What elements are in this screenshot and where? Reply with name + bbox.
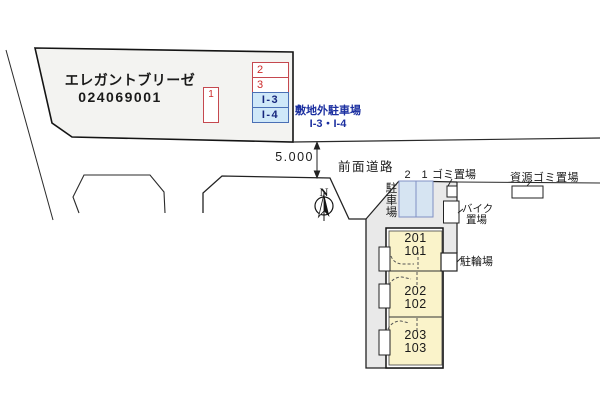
unit-202-102: 202 102	[389, 285, 442, 311]
road-name: 前面道路	[338, 160, 395, 174]
bicycle-parking-box	[440, 252, 458, 272]
legend-box-2: 2	[252, 61, 289, 78]
entrance-diagonal	[365, 180, 400, 220]
road-width-dimension: 5.000	[275, 150, 314, 164]
compass-north-label: N	[319, 185, 329, 199]
recycle-garbage-label: 資源ゴミ置場	[510, 172, 579, 184]
parcel-code: 024069001	[78, 89, 162, 105]
garbage-label-tick	[447, 178, 453, 187]
porch-unit-3	[378, 329, 391, 356]
stair-path-dashes	[387, 252, 419, 331]
north-compass-icon	[314, 191, 334, 221]
garbage-area-label: ゴミ置場	[432, 169, 476, 181]
recycle-garbage-box	[511, 185, 544, 199]
curb-island	[72, 174, 166, 214]
road-width-arrow	[313, 141, 321, 179]
stall-number-2: 2	[404, 169, 411, 181]
unit-2-upper: 202	[404, 284, 427, 298]
legend-box-i3: I-3	[252, 91, 289, 108]
bike-area-box	[443, 200, 460, 224]
porch-unit-2	[378, 283, 391, 309]
bike-area-label-line1: バイク	[462, 203, 494, 215]
offsite-parcel-outline	[33, 47, 294, 143]
site-top-edge	[432, 180, 458, 183]
parking-area-label: 駐車場	[385, 183, 398, 219]
left-road-edge-line	[5, 49, 54, 221]
stall-number-1: 1	[421, 169, 428, 181]
bike-label-tick	[457, 208, 464, 214]
legend-box-3: 3	[252, 76, 289, 93]
road-north-edge	[292, 137, 600, 143]
building-units-block	[388, 230, 443, 366]
unit-3-upper: 203	[404, 328, 427, 342]
unit-2-lower: 102	[404, 297, 427, 311]
unit-3-lower: 103	[404, 341, 427, 355]
garbage-box	[446, 185, 458, 198]
bicycle-label-tick	[456, 257, 462, 263]
unit-201-101: 201 101	[389, 232, 442, 258]
unit-203-103: 203 103	[389, 329, 442, 355]
parking-stall-1	[415, 180, 434, 218]
parking-spot-1-label: 1	[208, 89, 214, 100]
road-south-edge	[456, 181, 600, 184]
offsite-parking-spots: I-3・I-4	[309, 118, 347, 130]
legend-box-i4: I-4	[252, 106, 289, 123]
porch-unit-1	[378, 246, 391, 272]
unit-1-upper: 201	[404, 231, 427, 245]
parcel-title: エレガントブリーゼ	[64, 72, 196, 88]
bicycle-parking-label: 駐輪場	[460, 256, 493, 268]
parking-stall-2	[398, 180, 417, 218]
recycle-label-tick	[526, 179, 533, 187]
unit-1-lower: 101	[404, 244, 427, 258]
bike-area-label-line2: 置場	[466, 214, 487, 226]
parking-spot-1-box: 1	[203, 87, 219, 123]
offsite-parking-title: 敷地外駐車場	[295, 105, 361, 117]
